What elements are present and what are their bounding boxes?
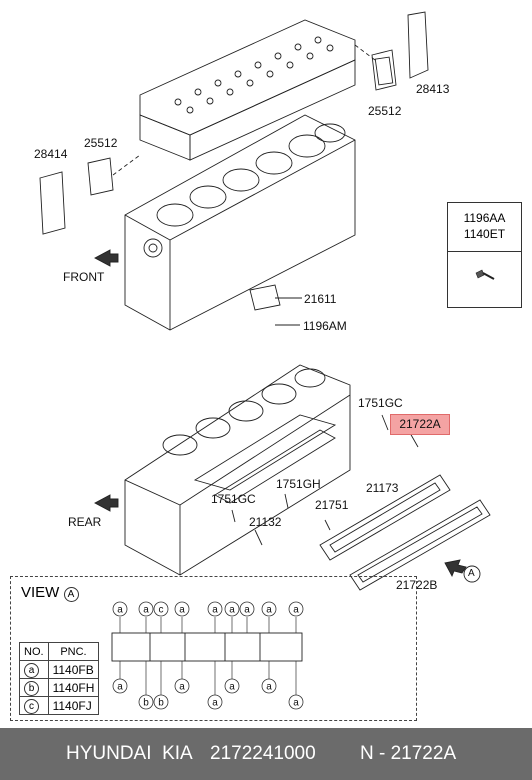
legend-header-pnc: PNC. (47, 642, 100, 661)
engine-block-lower (124, 364, 351, 576)
label-1751GC-top: 1751GC (358, 396, 403, 410)
view-top-marker-text: a (179, 605, 185, 616)
view-top-marker-circle (224, 601, 240, 617)
view-title: VIEW A (21, 584, 79, 602)
label-21751: 21751 (315, 498, 349, 512)
view-bottom-marker-circle (138, 694, 154, 710)
label-1751GH: 1751GH (276, 477, 321, 491)
view-top-marker-circle (174, 601, 190, 617)
view-a-gasket (111, 632, 303, 662)
view-top-marker-circle (112, 601, 128, 617)
inset-bolt-box: 1196AA 1140ET (447, 202, 522, 308)
view-bottom-marker-text: a (266, 682, 272, 693)
view-marker-icon: A (63, 587, 79, 602)
inset-part-1140ET: 1140ET (463, 227, 506, 241)
footer-bar: HYUNDAI KIA 2172241000 N - 21722A (0, 728, 532, 780)
bracket-28413 (407, 11, 429, 79)
view-bottom-marker-circle (288, 694, 304, 710)
view-top-marker-text: a (229, 605, 235, 616)
view-bottom-marker-circle (153, 694, 169, 710)
view-bottom-marker-text: a (293, 698, 299, 709)
view-bottom-marker-text: a (212, 698, 218, 709)
view-bottom-marker-circle (207, 694, 223, 710)
bracket-28414 (39, 171, 66, 235)
view-top-marker-circle (239, 601, 255, 617)
view-a-box (10, 576, 417, 721)
label-21132: 21132 (249, 515, 282, 529)
label-25512-left: 25512 (84, 136, 118, 150)
label-25512-right: 25512 (368, 104, 402, 118)
gasket-21722B (349, 499, 491, 591)
view-bottom-marker-text: b (158, 698, 164, 709)
view-top-marker-text: a (293, 605, 299, 616)
footer-part-number: 2172241000 (210, 743, 316, 764)
cover-21173 (319, 474, 451, 561)
engine-block-upper (124, 114, 356, 331)
gasket-25512-left (87, 157, 114, 196)
inset-part-1196AA: 1196AA (463, 211, 506, 225)
label-28414: 28414 (34, 147, 68, 161)
view-top-marker-circle (261, 601, 277, 617)
footer-code: N - 21722A (360, 743, 457, 764)
front-arrow-icon (94, 249, 119, 267)
view-bottom-marker-text: a (117, 682, 123, 693)
gasket-25512-right (371, 49, 397, 91)
label-28413: 28413 (416, 82, 450, 96)
view-top-marker-circle (207, 601, 223, 617)
view-top-marker-circle (288, 601, 304, 617)
legend-header-no: NO. (19, 642, 49, 661)
label-21611: 21611 (304, 292, 337, 306)
footer-brand: HYUNDAI KIA (66, 743, 193, 764)
view-bottom-marker-text: a (179, 682, 185, 693)
label-1196AM: 1196AM (303, 319, 347, 333)
highlighted-part-21722A[interactable]: 21722A (390, 414, 450, 435)
view-bottom-marker-text: b (143, 698, 149, 709)
view-top-marker-text: a (244, 605, 250, 616)
view-bottom-marker-circle (112, 678, 128, 694)
label-front: FRONT (63, 270, 105, 284)
cylinder-head (139, 19, 356, 161)
view-bottom-marker-circle (174, 678, 190, 694)
view-top-marker-circle (153, 601, 169, 617)
view-bottom-marker-circle (261, 678, 277, 694)
rear-arrow-icon (94, 494, 119, 512)
view-top-marker-text: a (117, 605, 123, 616)
view-top-marker-text: a (266, 605, 272, 616)
view-arrow-icon (444, 559, 467, 578)
view-bottom-marker-text: a (229, 682, 235, 693)
label-1751GC-bottom: 1751GC (211, 492, 256, 506)
view-top-marker-text: a (212, 605, 218, 616)
callout-a: A (468, 568, 475, 579)
view-top-marker-text: c (159, 605, 164, 616)
inset-divider (448, 251, 521, 252)
view-bottom-marker-circle (224, 678, 240, 694)
bolt-icon (475, 269, 495, 280)
view-top-marker-circle (138, 601, 154, 617)
label-rear: REAR (68, 515, 102, 529)
label-21173: 21173 (366, 481, 399, 495)
view-top-marker-text: a (143, 605, 149, 616)
